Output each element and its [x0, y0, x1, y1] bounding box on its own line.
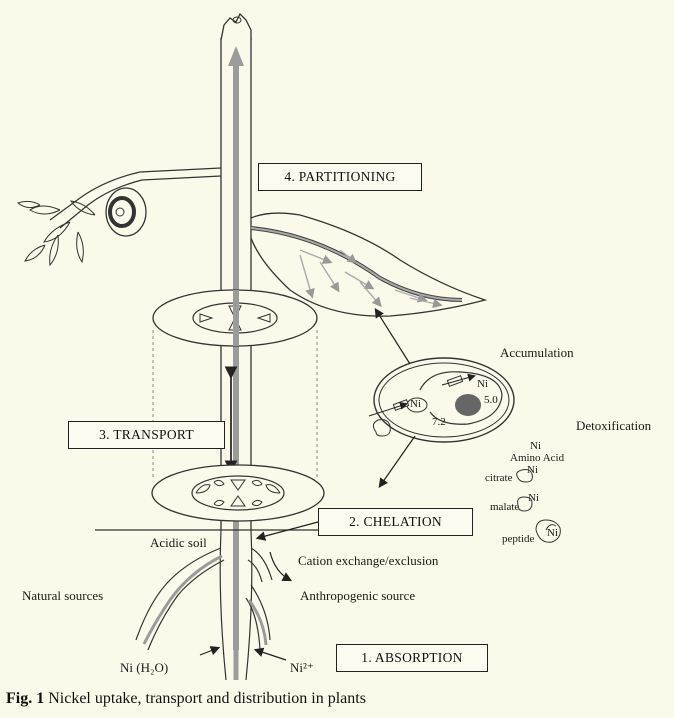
chelator-ni-label: Ni: [530, 440, 541, 452]
root-cross-section: [152, 465, 324, 521]
ph-vacuole-label: 5.0: [484, 394, 498, 406]
malate-ni-label: Ni: [528, 492, 539, 504]
cation-exchange-label: Cation exchange/exclusion: [298, 553, 438, 569]
anthropogenic-source-label: Anthropogenic source: [300, 588, 415, 604]
amino-acid-label: Amino Acid: [510, 452, 564, 464]
peptide-ni-label: Ni: [547, 527, 558, 539]
stem-cross-section: [153, 290, 317, 346]
detoxification-label: Detoxification: [576, 418, 651, 434]
figure-number: Fig. 1: [6, 690, 44, 707]
stage-chelation-box: 2. CHELATION: [318, 508, 473, 536]
figure-caption: Fig. 1 Nickel uptake, transport and dist…: [6, 690, 366, 708]
left-branch: [18, 168, 221, 265]
caption-text: Nickel uptake, transport and distributio…: [48, 690, 366, 707]
citrate-ni-label: Ni: [527, 464, 538, 476]
stage-partitioning-box: 4. PARTITIONING: [258, 163, 422, 191]
ni-h2o-label: Ni (H₂O): [120, 660, 168, 676]
stage-transport-box: 3. TRANSPORT: [68, 421, 225, 449]
acidic-soil-label: Acidic soil: [150, 535, 207, 551]
stage-absorption-box: 1. ABSORPTION: [336, 644, 488, 672]
ni-entry-label: Ni: [410, 398, 421, 410]
ni-ion-label: Ni²⁺: [290, 660, 314, 676]
roots: [136, 530, 272, 680]
malate-label: malate: [490, 501, 519, 513]
ni-vacuole-label: Ni: [477, 378, 488, 390]
ph-cytosol-label: 7.2: [432, 416, 446, 428]
citrate-label: citrate: [485, 472, 512, 484]
accumulation-label: Accumulation: [500, 345, 574, 361]
natural-sources-label: Natural sources: [22, 588, 103, 604]
peptide-label: peptide: [502, 533, 534, 545]
